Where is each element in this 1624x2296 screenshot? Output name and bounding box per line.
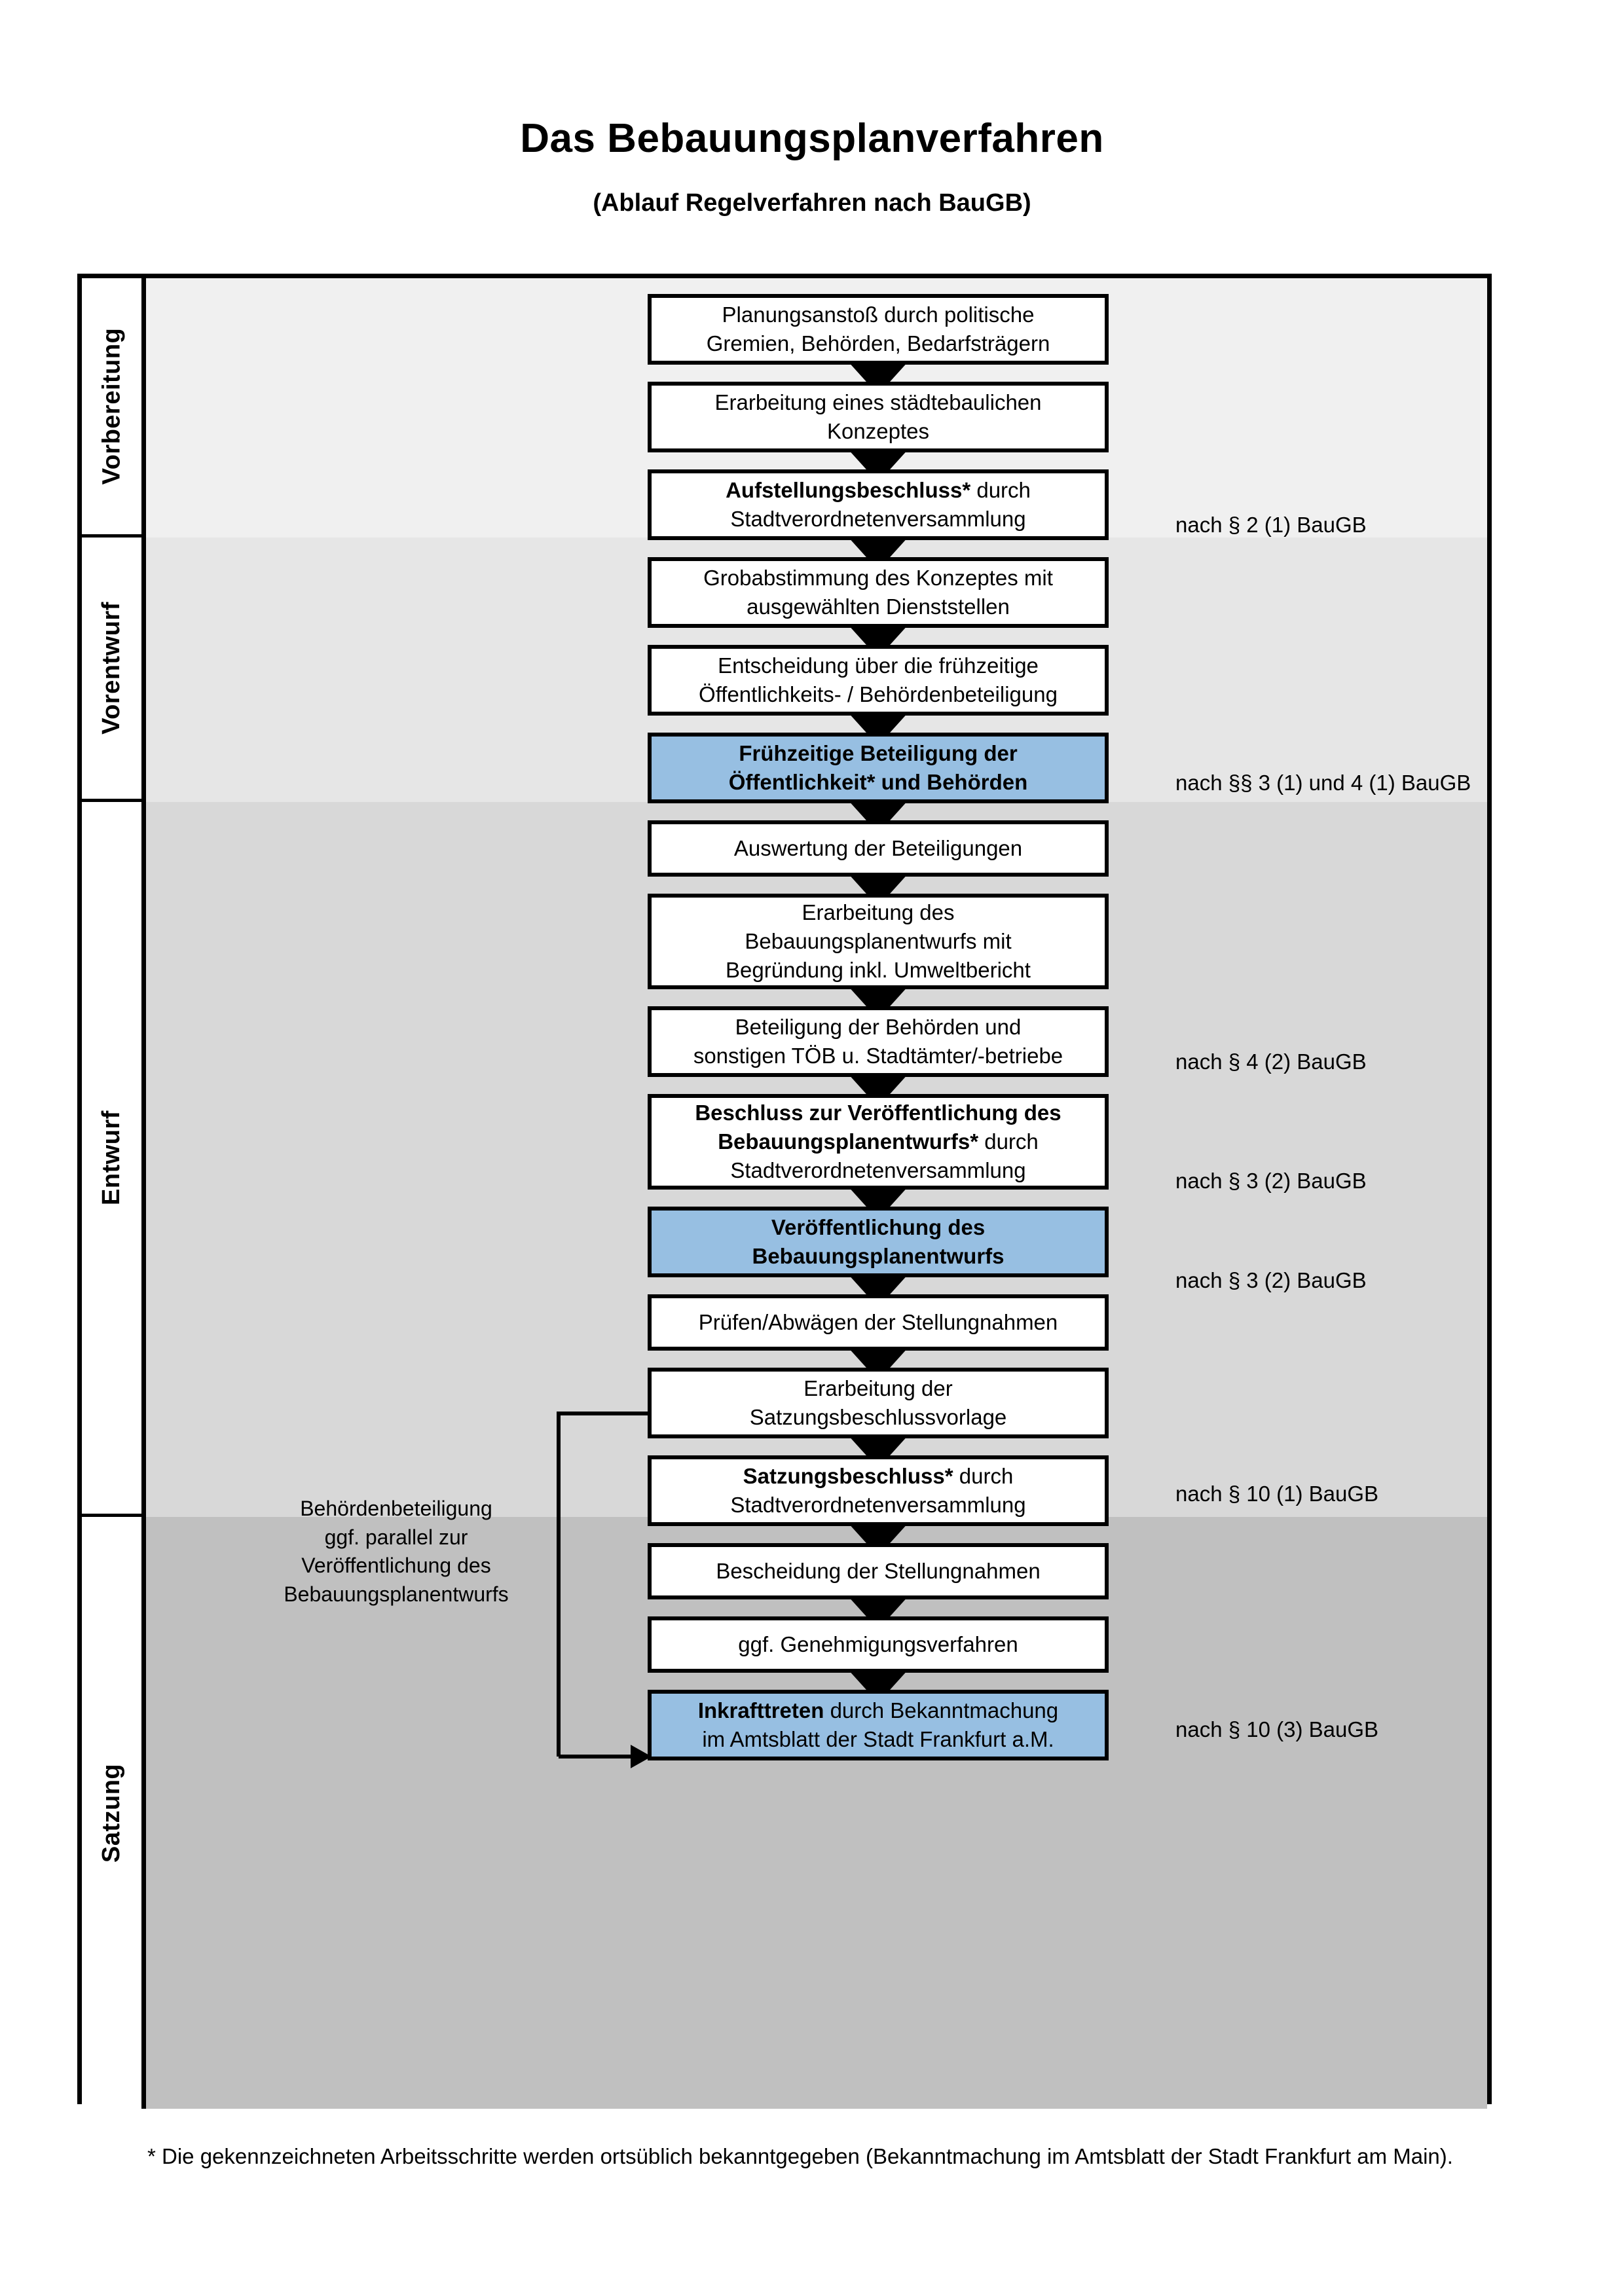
step-text: ggf. Genehmigungsverfahren <box>738 1631 1018 1656</box>
step-text: Bescheidung der Stellungnahmen <box>716 1558 1041 1583</box>
process-step-bescheidung-stellungnahmen[interactable]: Bescheidung der Stellungnahmen <box>648 1543 1109 1599</box>
phase-label-satzung: Satzung <box>82 1517 146 2109</box>
regulation-note-par-3-1-4-1: nach §§ 3 (1) und 4 (1) BauGB <box>1175 771 1471 795</box>
phase-body-satzung <box>146 1517 1487 2109</box>
phase-label-text: Entwurf <box>98 1110 125 1205</box>
regulation-note-par-3-2-b: nach § 3 (2) BauGB <box>1175 1268 1367 1292</box>
step-text: Prüfen/Abwägen der Stellungnahmen <box>698 1309 1058 1334</box>
regulation-note-par-2-1: nach § 2 (1) BauGB <box>1175 513 1367 537</box>
flowchart-frame: Vorbereitung Vorentwurf Entwurf Satzung … <box>77 274 1492 2109</box>
loop-connector-arrow <box>557 1412 652 1768</box>
phase-label-vorbereitung: Vorbereitung <box>82 278 146 538</box>
phase-label-text: Satzung <box>98 1763 125 1863</box>
regulation-note-par-10-1: nach § 10 (1) BauGB <box>1175 1482 1379 1506</box>
regulation-note-par-3-2-a: nach § 3 (2) BauGB <box>1175 1169 1367 1193</box>
phase-label-entwurf: Entwurf <box>82 802 146 1517</box>
regulation-note-par-10-3: nach § 10 (3) BauGB <box>1175 1717 1379 1741</box>
footnote: * Die gekennzeichneten Arbeitsschritte w… <box>147 2144 1453 2168</box>
phase-label-vorentwurf: Vorentwurf <box>82 538 146 802</box>
phase-label-text: Vorentwurf <box>98 602 125 735</box>
page-subtitle: (Ablauf Regelverfahren nach BauGB) <box>593 189 1031 217</box>
phase-label-text: Vorbereitung <box>98 327 126 485</box>
page-title: Das Bebauungsplanverfahren <box>520 116 1104 161</box>
title-block: Das Bebauungsplanverfahren (Ablauf Regel… <box>0 116 1624 217</box>
process-step-pruefen-abwaegen[interactable]: Prüfen/Abwägen der Stellungnahmen <box>648 1294 1109 1351</box>
process-step-genehmigungsverfahren[interactable]: ggf. Genehmigungsverfahren <box>648 1616 1109 1673</box>
regulation-note-par-4-2: nach § 4 (2) BauGB <box>1175 1049 1367 1074</box>
step-text: Auswertung der Beteiligungen <box>733 835 1023 860</box>
process-step-auswertung-beteiligungen[interactable]: Auswertung der Beteiligungen <box>648 820 1109 877</box>
phase-band-satzung: Satzung <box>82 1517 1487 2109</box>
